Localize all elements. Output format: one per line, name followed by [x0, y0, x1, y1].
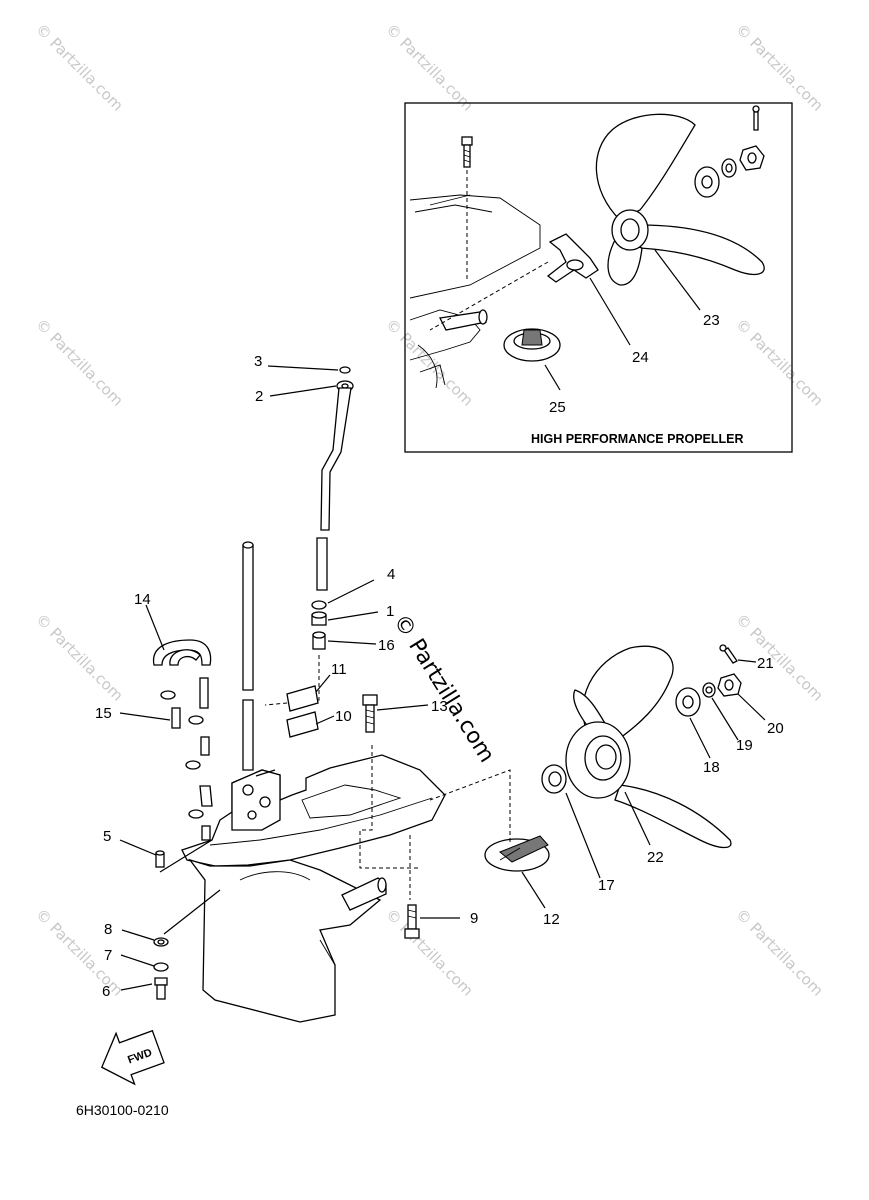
bolt-icon [404, 904, 460, 939]
propeller-nut-icon [717, 673, 766, 721]
callout-label: 7 [104, 947, 112, 964]
watermark: © Partzilla.com [32, 610, 127, 705]
callout-label: 22 [647, 849, 664, 866]
thrust-washer-inset-icon [429, 233, 631, 346]
watermark: © Partzilla.com [732, 315, 827, 410]
callout-label: 17 [598, 877, 615, 894]
lower-unit-assembly: FWD 6H30100-0210 1 2 3 4 5 6 7 8 9 10 11… [76, 353, 784, 1118]
callout-label: 12 [543, 911, 560, 928]
callout-label: 20 [767, 720, 784, 737]
callout-label: 9 [470, 910, 478, 927]
watermark: © Partzilla.com [382, 315, 477, 410]
grommet-stack-icon [264, 579, 379, 706]
cotter-pin-icon [719, 644, 757, 664]
callout-label: 18 [703, 759, 720, 776]
hose-fittings-icon [119, 690, 213, 841]
callout-label: 21 [757, 655, 774, 672]
watermark: © Partzilla.com [32, 905, 127, 1000]
callout-label: 6 [102, 983, 110, 1000]
callout-label: 19 [736, 737, 753, 754]
diagram-code: 6H30100-0210 [76, 1102, 169, 1118]
thrust-washer-icon [541, 764, 601, 879]
callout-label: 2 [255, 388, 263, 405]
inset-propeller-hardware [694, 105, 765, 198]
callout-label: 16 [378, 637, 395, 654]
watermark: © Partzilla.com [32, 315, 127, 410]
bolt-washer-stack-icon [120, 889, 221, 1000]
inset-lower-case-fragment [409, 194, 541, 389]
callout-label: 11 [331, 661, 347, 678]
dowel-pin-icon [119, 839, 213, 873]
spacer-icon [675, 687, 711, 759]
bolt-icon [362, 694, 429, 733]
callout-label: 23 [703, 312, 720, 329]
propeller-icon [565, 645, 732, 849]
anode-inset-icon [503, 328, 561, 391]
inset-caption: HIGH PERFORMANCE PROPELLER [531, 432, 744, 446]
watermark: © Partzilla.com [732, 20, 827, 115]
callout-label: 4 [387, 566, 395, 583]
center-watermark: © Partzilla.com [388, 610, 499, 767]
high-performance-propeller-icon [595, 113, 765, 311]
watermark: © Partzilla.com [732, 610, 827, 705]
callout-label: 8 [104, 921, 112, 938]
callout-label: 1 [386, 603, 394, 620]
callout-label: 5 [103, 828, 111, 845]
callout-label: 3 [254, 353, 262, 370]
inset-border [404, 102, 793, 453]
watermark: © Partzilla.com [382, 905, 477, 1000]
forward-arrow-icon: FWD [100, 1029, 165, 1086]
watermark: © Partzilla.com [732, 905, 827, 1000]
callout-label: 25 [549, 399, 566, 416]
callout-label: 13 [431, 698, 448, 715]
inset-high-performance-propeller: HIGH PERFORMANCE PROPELLER [404, 102, 793, 453]
drive-shaft-icon [242, 541, 254, 771]
callout-label: 15 [95, 705, 112, 722]
lower-case-housing-icon [181, 745, 446, 1023]
cover-plates-icon [286, 674, 335, 738]
callout-label: 14 [134, 591, 151, 608]
hose-icon [145, 604, 212, 709]
callout-label: 10 [335, 708, 352, 725]
trim-tab-anode-icon [429, 769, 550, 909]
watermark: © Partzilla.com [382, 20, 477, 115]
washer-icon [702, 682, 739, 741]
callout-label: 24 [632, 349, 649, 366]
watermark: © Partzilla.com [32, 20, 127, 115]
water-tube-icon [267, 365, 354, 591]
inset-bolt-icon [461, 136, 473, 280]
